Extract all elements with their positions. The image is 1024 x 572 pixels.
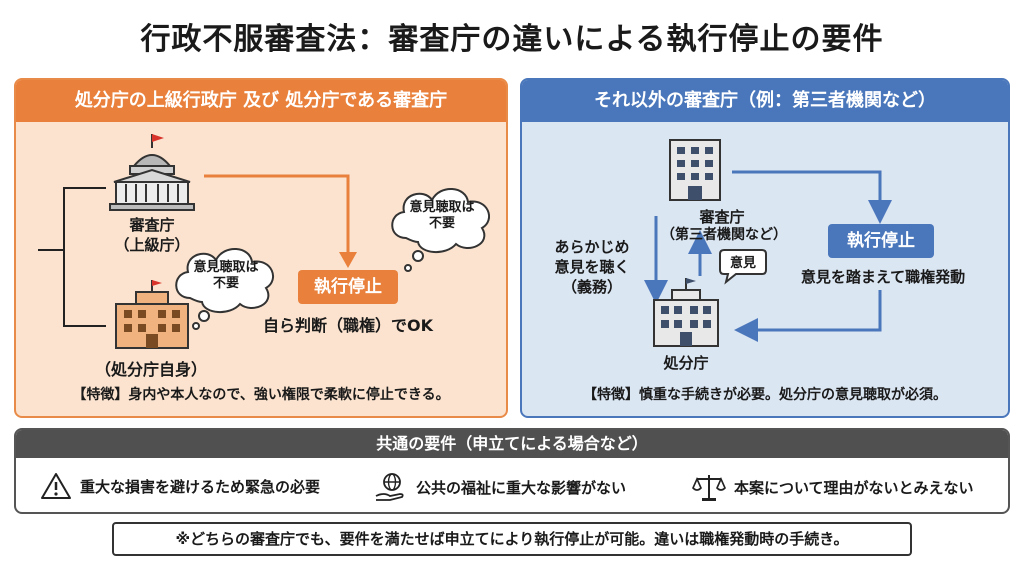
pre-hearing-line1: あらかじめ	[554, 238, 630, 256]
office-building-icon	[115, 280, 189, 349]
requirement-text: 公共の福祉に重大な影響がない	[416, 478, 627, 497]
speech-bubble-icon	[719, 249, 767, 285]
bubble2-line2: 不要	[428, 216, 455, 231]
globe-hand-icon	[375, 473, 404, 501]
upper-agency-label: 審査庁	[129, 216, 175, 234]
cloud-bubble-icon	[391, 188, 490, 272]
self-agency-label: （処分庁自身）	[94, 360, 207, 379]
panel-header-right: それ以外の審査庁（例：第三者機関など）	[522, 80, 1008, 122]
disposer-label: 処分庁	[663, 354, 709, 372]
upper-agency-sublabel: （上級庁）	[114, 236, 190, 254]
scales-icon	[692, 475, 726, 501]
agency-building-icon	[669, 139, 721, 201]
authority-action-label: 意見を踏まえて職権発動	[800, 268, 966, 286]
agency-sublabel: （第三者機関など）	[661, 227, 787, 243]
stay-execution-box: 執行停止	[828, 224, 934, 258]
common-header: 共通の要件（申立てによる場合など）	[16, 430, 1008, 458]
agency-label: 審査庁	[699, 208, 745, 226]
right-diagram-lines	[644, 170, 892, 342]
requirement-item: 重大な損害を避けるため緊急の必要	[40, 472, 320, 500]
left-feature-text: 【特徴】身内や本人なので、強い権限で柔軟に停止できる。	[72, 387, 450, 403]
bubble1-line1: 意見聴取は	[193, 260, 259, 275]
disposer-building-icon	[653, 278, 719, 347]
common-requirements: 共通の要件（申立てによる場合など） 重大な損害を避けるため緊急の必要 公共の福祉…	[14, 428, 1010, 514]
requirement-item: 本案について理由がないとみえない	[692, 472, 974, 502]
pre-hearing-line3: （義務）	[561, 278, 622, 296]
panel-header-left: 処分庁の上級行政庁 及び 処分庁である審査庁	[16, 80, 506, 122]
opinion-label: 意見	[729, 256, 756, 271]
left-diagram-lines	[38, 174, 357, 327]
page-title: 行政不服審査法：審査庁の違いによる執行停止の要件	[140, 22, 884, 57]
bubble2-line1: 意見聴取は	[409, 200, 475, 215]
footnote: ※どちらの審査庁でも、要件を満たせば申立てにより執行停止が可能。違いは職権発動時…	[112, 522, 912, 556]
stay-execution-box: 執行停止	[298, 270, 398, 304]
own-decision-label: 自ら判断（職権）でOK	[262, 316, 433, 335]
cloud-bubble-icon	[175, 248, 274, 330]
requirement-text: 重大な損害を避けるため緊急の必要	[80, 477, 321, 496]
warning-icon	[41, 473, 71, 499]
panel-other-agency: それ以外の審査庁（例：第三者機関など） 審査庁 （第三者機関など） あらかじめ …	[520, 78, 1010, 418]
requirement-text: 本案について理由がないとみえない	[734, 478, 974, 497]
government-building-icon	[109, 134, 195, 211]
panel-upper-agency: 処分庁の上級行政庁 及び 処分庁である審査庁 審査庁 （上級庁）	[14, 78, 508, 418]
pre-hearing-line2: 意見を聴く	[554, 258, 630, 276]
right-feature-text: 【特徴】慎重な手続きが必要。処分庁の意見聴取が必須。	[583, 387, 947, 403]
requirement-item: 公共の福祉に重大な影響がない	[374, 472, 626, 502]
bubble1-line2: 不要	[212, 276, 239, 291]
